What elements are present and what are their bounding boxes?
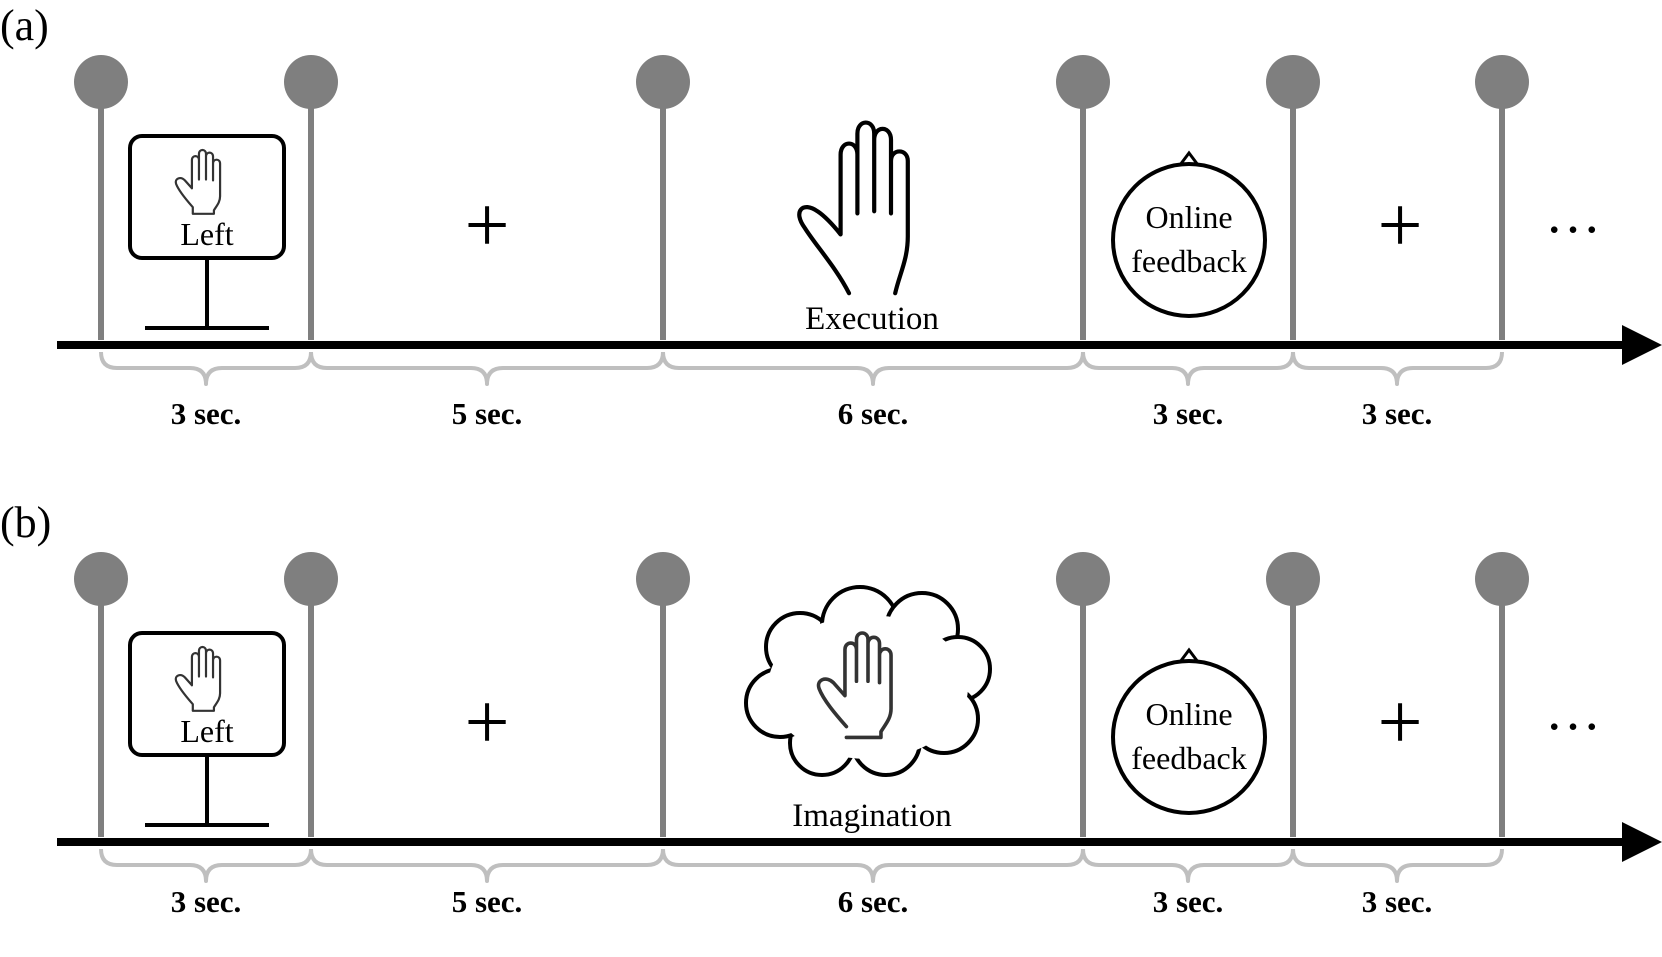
task-label: Execution bbox=[805, 301, 939, 337]
fixation-cross-2: + bbox=[1377, 182, 1422, 270]
duration-label-2: 5 sec. bbox=[452, 884, 523, 919]
timeline-diagram-b: (b) Left + bbox=[0, 498, 1662, 919]
task-label: Imagination bbox=[792, 798, 951, 834]
event-marker-1-head bbox=[74, 55, 128, 109]
hand-icon bbox=[174, 148, 222, 215]
ellipsis: … bbox=[1545, 183, 1601, 245]
duration-braces bbox=[99, 351, 1504, 386]
panel-label: (b) bbox=[0, 498, 51, 547]
duration-braces bbox=[99, 848, 1504, 883]
duration-label-3: 6 sec. bbox=[838, 884, 909, 919]
cue-text: Left bbox=[180, 216, 233, 252]
feedback-line1: Online bbox=[1145, 199, 1232, 235]
event-marker-3-head bbox=[636, 55, 690, 109]
panel-label: (a) bbox=[0, 1, 49, 50]
event-marker-2-head bbox=[284, 55, 338, 109]
event-markers bbox=[74, 55, 1529, 340]
hand-icon bbox=[816, 631, 893, 740]
event-markers bbox=[74, 552, 1529, 837]
head-feedback-icon: Online feedback bbox=[1111, 150, 1267, 318]
duration-labels: 3 sec. 5 sec. 6 sec. 3 sec. 3 sec. bbox=[171, 884, 1433, 919]
event-marker-5-head bbox=[1266, 552, 1320, 606]
event-marker-6-head bbox=[1475, 55, 1529, 109]
timeline-diagram-a: (a) Left + Execution Online feedba bbox=[0, 1, 1662, 431]
duration-label-4: 3 sec. bbox=[1153, 396, 1224, 431]
event-marker-2-head bbox=[284, 552, 338, 606]
open-hand-icon bbox=[797, 120, 910, 296]
event-marker-3-head bbox=[636, 552, 690, 606]
duration-labels: 3 sec. 5 sec. 6 sec. 3 sec. 3 sec. bbox=[171, 396, 1433, 431]
fixation-cross-2: + bbox=[1377, 679, 1422, 767]
hand-icon bbox=[174, 645, 222, 712]
feedback-line2: feedback bbox=[1131, 243, 1246, 279]
cue-monitor-icon: Left bbox=[128, 631, 286, 827]
event-marker-1-head bbox=[74, 552, 128, 606]
feedback-line2: feedback bbox=[1131, 740, 1246, 776]
time-axis-arrow bbox=[57, 822, 1662, 862]
duration-label-4: 3 sec. bbox=[1153, 884, 1224, 919]
duration-label-3: 6 sec. bbox=[838, 396, 909, 431]
thought-cloud-hand-icon bbox=[744, 585, 992, 777]
event-marker-4-head bbox=[1056, 552, 1110, 606]
duration-label-1: 3 sec. bbox=[171, 884, 242, 919]
event-marker-4-head bbox=[1056, 55, 1110, 109]
duration-label-2: 5 sec. bbox=[452, 396, 523, 431]
panel-b: (b) Left + bbox=[0, 497, 1662, 957]
fixation-cross: + bbox=[464, 182, 509, 270]
ellipsis: … bbox=[1545, 680, 1601, 742]
fixation-cross: + bbox=[464, 679, 509, 767]
duration-label-5: 3 sec. bbox=[1362, 396, 1433, 431]
head-feedback-icon: Online feedback bbox=[1111, 647, 1267, 815]
event-marker-5-head bbox=[1266, 55, 1320, 109]
duration-label-5: 3 sec. bbox=[1362, 884, 1433, 919]
time-axis-arrow bbox=[57, 325, 1662, 365]
cue-text: Left bbox=[180, 713, 233, 749]
event-marker-6-head bbox=[1475, 552, 1529, 606]
panel-a: (a) Left + Execution Online feedba bbox=[0, 0, 1662, 460]
cue-monitor-icon: Left bbox=[128, 134, 286, 330]
feedback-line1: Online bbox=[1145, 696, 1232, 732]
duration-label-1: 3 sec. bbox=[171, 396, 242, 431]
